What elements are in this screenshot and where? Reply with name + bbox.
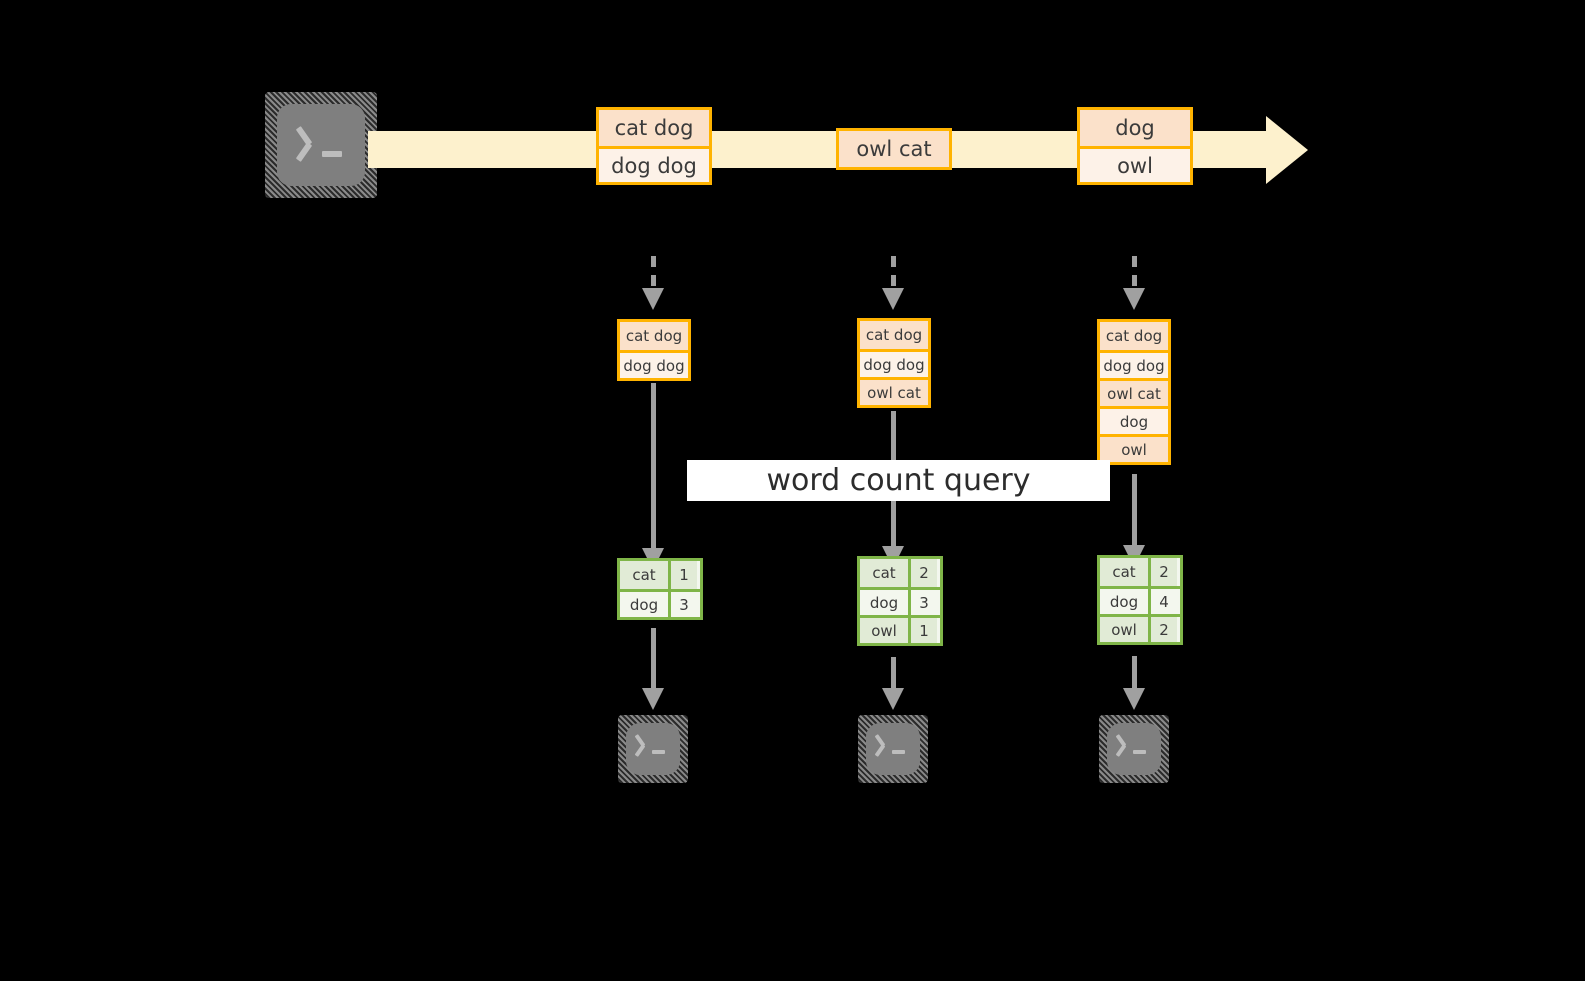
result-count: 4 <box>1148 589 1177 614</box>
stream-message-row: owl <box>1080 146 1190 182</box>
result-count: 3 <box>908 590 937 615</box>
terminal-cursor-dash <box>652 750 665 754</box>
result-word: cat <box>1100 558 1148 586</box>
stream-to-snapshot-arrowhead <box>882 288 904 310</box>
stream-to-snapshot-arrowhead <box>1123 288 1145 310</box>
result-to-sink-connector <box>891 657 896 690</box>
query-connector <box>1132 474 1137 552</box>
snapshot-input-row: owl <box>1100 434 1168 462</box>
result-word: dog <box>1100 589 1148 614</box>
terminal-cursor-dash <box>1133 750 1146 754</box>
result-count: 2 <box>1148 558 1177 586</box>
result-word: owl <box>1100 617 1148 642</box>
table-row: dog 3 <box>620 589 700 617</box>
snapshot-input-table[interactable]: cat dog dog dog <box>617 319 691 381</box>
snapshot-input-table[interactable]: cat dog dog dog owl cat dog owl <box>1097 319 1171 465</box>
stream-message-row: cat dog <box>599 110 709 146</box>
table-row: dog 4 <box>1100 586 1180 614</box>
stream-to-snapshot-arrowhead <box>642 288 664 310</box>
snapshot-input-row: owl cat <box>860 377 928 405</box>
snapshot-input-row: dog dog <box>1100 350 1168 378</box>
stream-to-snapshot-connector <box>891 256 896 288</box>
result-table[interactable]: cat 2 dog 3 owl 1 <box>857 556 943 646</box>
snapshot-input-row: cat dog <box>620 322 688 350</box>
result-word: cat <box>620 561 668 589</box>
terminal-cursor-dash <box>322 151 342 157</box>
result-count: 3 <box>668 592 697 617</box>
result-to-sink-arrowhead <box>642 688 664 710</box>
query-label-banner: word count query <box>687 460 1110 501</box>
result-table[interactable]: cat 1 dog 3 <box>617 558 703 620</box>
table-row: owl 2 <box>1100 614 1180 642</box>
result-word: owl <box>860 618 908 643</box>
terminal-icon <box>858 715 928 783</box>
terminal-body <box>626 723 680 775</box>
snapshot-input-row: cat dog <box>1100 322 1168 350</box>
terminal-icon <box>618 715 688 783</box>
table-row: cat 2 <box>860 559 940 587</box>
stream-message-group[interactable]: dog owl <box>1077 107 1193 185</box>
result-count: 2 <box>1148 617 1177 642</box>
stream-message-group[interactable]: owl cat <box>836 128 952 170</box>
result-word: cat <box>860 559 908 587</box>
snapshot-input-row: cat dog <box>860 321 928 349</box>
result-count: 1 <box>908 618 937 643</box>
snapshot-input-table[interactable]: cat dog dog dog owl cat <box>857 318 931 408</box>
result-to-sink-arrowhead <box>882 688 904 710</box>
terminal-body <box>277 104 365 186</box>
terminal-icon <box>1099 715 1169 783</box>
terminal-body <box>866 723 920 775</box>
snapshot-input-row: dog dog <box>860 349 928 377</box>
result-count: 1 <box>668 561 697 589</box>
query-label-text: word count query <box>766 463 1031 498</box>
result-to-sink-connector <box>1132 656 1137 690</box>
stream-arrowhead <box>1266 116 1308 184</box>
terminal-icon <box>265 92 377 198</box>
result-count: 2 <box>908 559 937 587</box>
snapshot-input-row: dog <box>1100 406 1168 434</box>
table-row: owl 1 <box>860 615 940 643</box>
snapshot-input-row: owl cat <box>1100 378 1168 406</box>
stream-message-row: dog <box>1080 110 1190 146</box>
result-to-sink-connector <box>651 628 656 690</box>
terminal-cursor-dash <box>892 750 905 754</box>
result-to-sink-arrowhead <box>1123 688 1145 710</box>
query-connector <box>651 383 656 553</box>
terminal-body <box>1107 723 1161 775</box>
result-word: dog <box>860 590 908 615</box>
result-word: dog <box>620 592 668 617</box>
stream-to-snapshot-connector <box>1132 256 1137 288</box>
stream-message-row: dog dog <box>599 146 709 182</box>
stream-message-row: owl cat <box>839 131 949 167</box>
table-row: dog 3 <box>860 587 940 615</box>
snapshot-input-row: dog dog <box>620 350 688 378</box>
table-row: cat 2 <box>1100 558 1180 586</box>
table-row: cat 1 <box>620 561 700 589</box>
stream-to-snapshot-connector <box>651 256 656 288</box>
stream-message-group[interactable]: cat dog dog dog <box>596 107 712 185</box>
result-table[interactable]: cat 2 dog 4 owl 2 <box>1097 555 1183 645</box>
